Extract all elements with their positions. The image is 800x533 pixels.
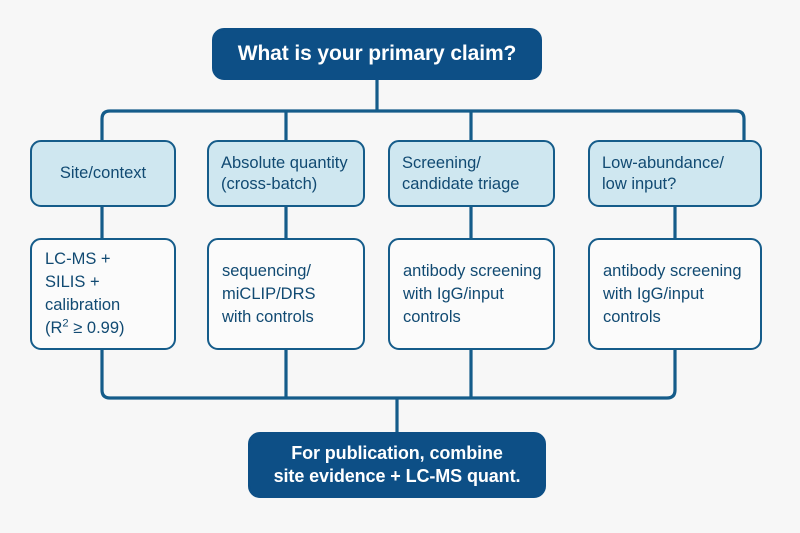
category-node-absolute-quantity[interactable]: Absolute quantity (cross-batch) — [207, 140, 365, 207]
conclusion-node-line: site evidence + LC-MS quant. — [273, 466, 521, 486]
method-node-antibody-screen-2[interactable]: antibody screening with IgG/input contro… — [588, 238, 762, 350]
category-node-line: low input? — [602, 174, 677, 193]
connector-top-bus — [100, 109, 746, 140]
method-node-antibody-screen-1[interactable]: antibody screening with IgG/input contro… — [388, 238, 555, 350]
category-node-low-abundance[interactable]: Low-abundance/ low input? — [588, 140, 762, 207]
category-node-line: Absolute quantity — [221, 153, 348, 172]
method-node-line: (R2 ≥ 0.99) — [45, 317, 125, 337]
method-node-line: with IgG/input — [403, 284, 504, 303]
method-node-line: LC-MS + — [45, 250, 111, 268]
method-node-line: antibody screening — [603, 261, 742, 280]
conclusion-node[interactable]: For publication, combine site evidence +… — [248, 432, 546, 498]
method-node-line: calibration — [45, 296, 121, 314]
category-node-screening-triage[interactable]: Screening/ candidate triage — [388, 140, 555, 207]
method-node-lcms-silis[interactable]: LC-MS + SILIS + calibration (R2 ≥ 0.99) — [30, 238, 176, 350]
conclusion-node-line: For publication, combine — [291, 443, 503, 463]
method-node-line: controls — [403, 307, 461, 326]
category-node-site-context[interactable]: Site/context — [30, 140, 176, 207]
superscript-two: 2 — [62, 317, 69, 330]
question-node[interactable]: What is your primary claim? — [212, 28, 542, 80]
method-node-line: antibody screening — [403, 261, 542, 280]
category-node-line: (cross-batch) — [221, 174, 318, 193]
method-node-line: controls — [603, 307, 661, 326]
category-node-line: candidate triage — [402, 174, 520, 193]
category-node-line: Site/context — [59, 164, 147, 182]
question-node-label: What is your primary claim? — [237, 42, 517, 65]
method-node-sequencing-miclip[interactable]: sequencing/ miCLIP/DRS with controls — [207, 238, 365, 350]
method-node-line: with IgG/input — [603, 284, 704, 303]
method-node-line: SILIS + — [45, 273, 100, 291]
category-node-line: Screening/ — [402, 153, 481, 172]
category-node-line: Low-abundance/ — [602, 153, 725, 172]
method-node-line: sequencing/ — [222, 261, 311, 280]
method-node-line: miCLIP/DRS — [222, 284, 316, 303]
method-node-line: with controls — [222, 307, 314, 326]
connector-bottom-bus — [100, 375, 677, 400]
